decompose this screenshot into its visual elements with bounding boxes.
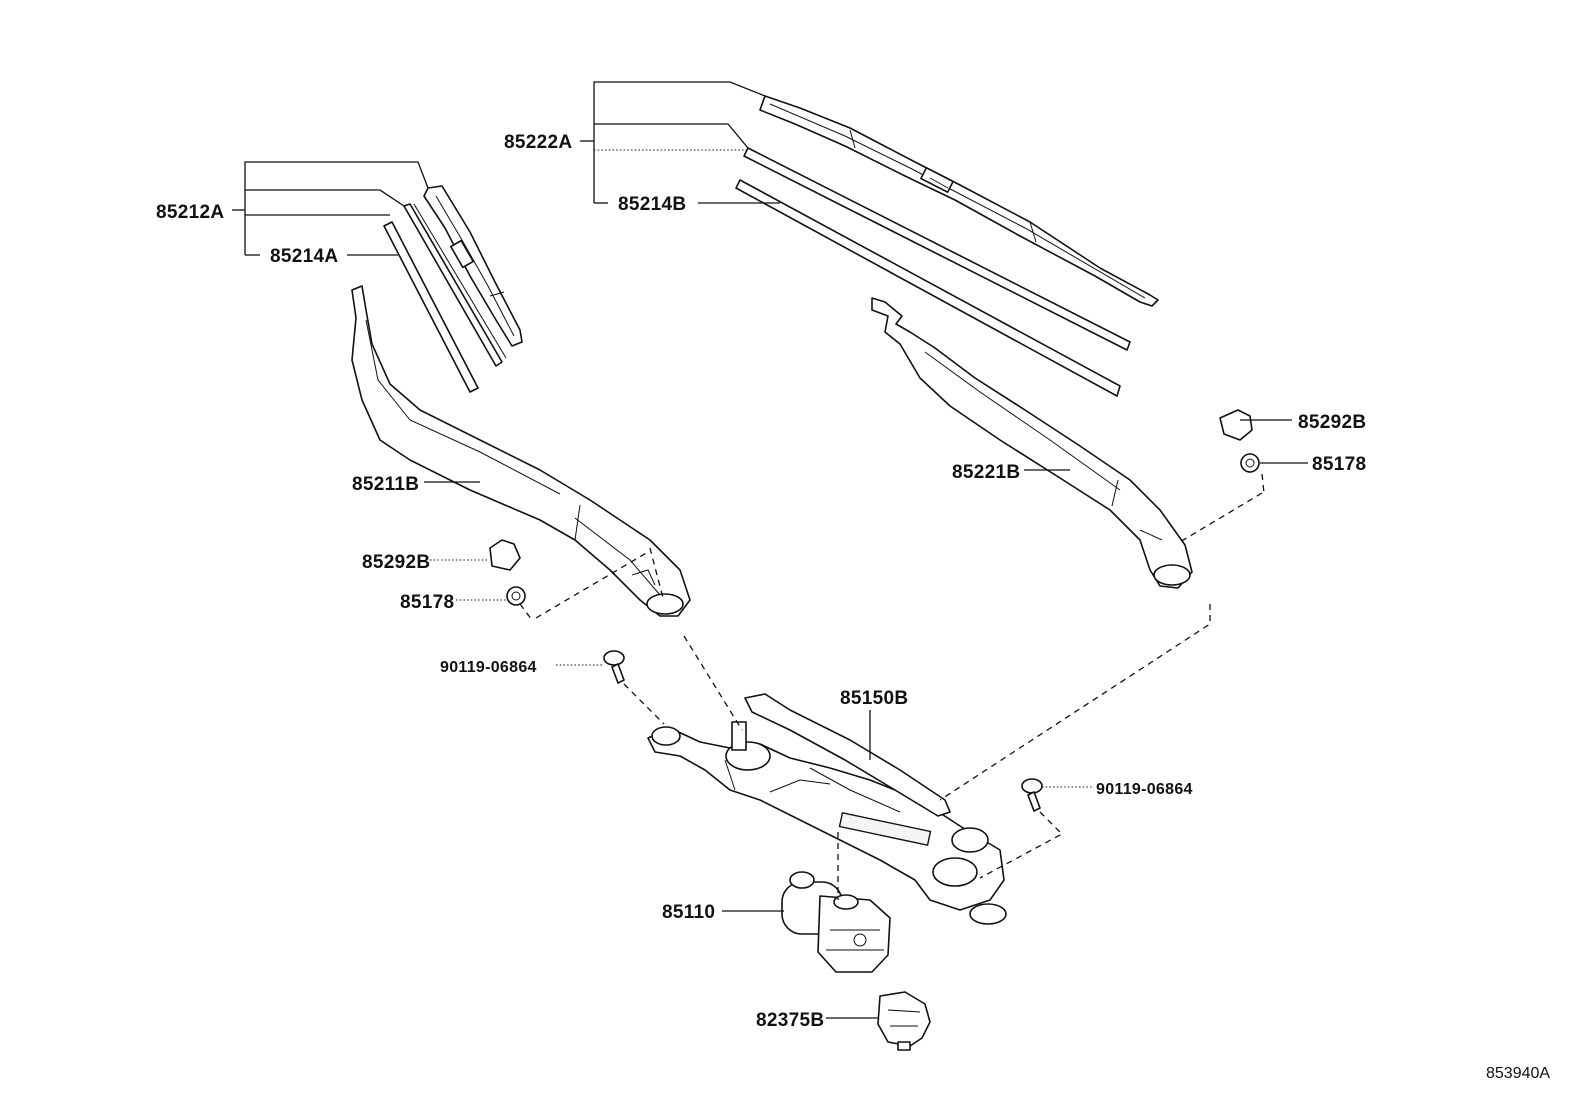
label-85212A: 85212A — [156, 202, 224, 223]
label-85214A: 85214A — [270, 246, 338, 267]
wiper-blade-right[interactable] — [759, 95, 1159, 307]
label-85292B-right: 85292B — [1298, 412, 1366, 433]
bolt-left[interactable] — [603, 650, 625, 684]
leader-lines — [232, 81, 1308, 1019]
wiper-motor[interactable] — [781, 871, 891, 973]
wiper-motor-connector[interactable] — [877, 991, 931, 1051]
label-90119-06864-right: 90119-06864 — [1096, 781, 1193, 798]
bolt-right[interactable] — [1021, 778, 1043, 812]
wiper-arm-right[interactable] — [871, 297, 1193, 589]
wiper-blade-left[interactable] — [423, 185, 523, 347]
label-82375B: 82375B — [756, 1010, 824, 1031]
assembly-lines — [519, 473, 1265, 900]
label-85292B-left: 85292B — [362, 552, 430, 573]
label-90119-06864-left: 90119-06864 — [440, 659, 537, 676]
label-85211B: 85211B — [352, 474, 419, 495]
nut-cap-left[interactable] — [489, 539, 521, 571]
label-85150B: 85150B — [840, 688, 908, 709]
wiper-linkage[interactable] — [647, 693, 1007, 925]
nut-right[interactable] — [1240, 453, 1260, 473]
label-85222A: 85222A — [504, 132, 572, 153]
label-85178-left: 85178 — [400, 592, 454, 613]
wiper-blade-insert-right[interactable] — [735, 147, 1131, 397]
label-85178-right: 85178 — [1312, 454, 1366, 475]
label-85214B: 85214B — [618, 194, 686, 215]
diagram-id: 853940A — [1486, 1065, 1550, 1082]
label-85110: 85110 — [662, 902, 715, 923]
wiper-blade-insert-left[interactable] — [383, 203, 507, 393]
label-85221B: 85221B — [952, 462, 1020, 483]
nut-cap-right[interactable] — [1219, 409, 1253, 441]
nut-left[interactable] — [506, 586, 526, 606]
wiper-arm-left[interactable] — [351, 285, 691, 617]
